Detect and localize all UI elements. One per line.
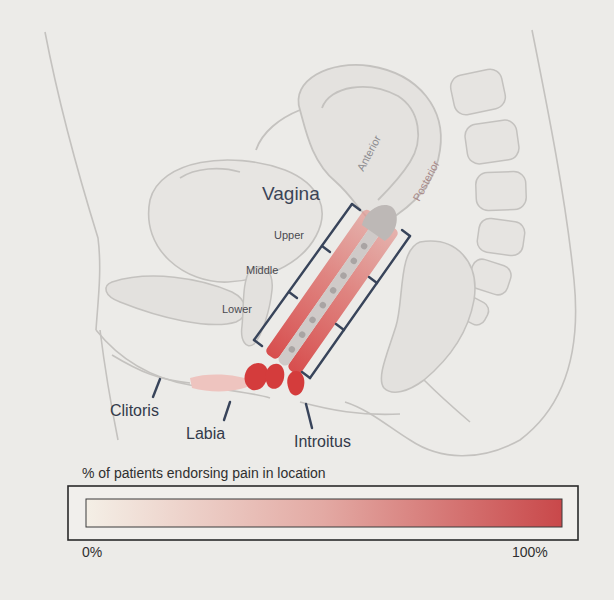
introitus-heat [245, 363, 305, 395]
uterus [256, 65, 441, 224]
rectum [381, 241, 475, 422]
part-label: Labia [186, 425, 225, 443]
part-label: Clitoris [110, 402, 159, 420]
scale-max-label: 100% [512, 544, 548, 560]
region-bracket [254, 204, 410, 378]
part-label: Introitus [294, 433, 351, 451]
color-scale [68, 486, 578, 540]
vagina-heatmap [264, 195, 409, 376]
bladder [149, 160, 322, 282]
leader-line [153, 379, 312, 428]
region-label: Middle [246, 264, 278, 277]
organ-label: Vagina [262, 183, 320, 205]
pubic-bone [106, 267, 272, 346]
legend-title: % of patients endorsing pain in location [82, 465, 326, 481]
body-outline [45, 30, 576, 456]
region-label: Lower [222, 303, 252, 316]
region-label: Upper [274, 229, 304, 242]
scale-min-label: 0% [82, 544, 102, 560]
